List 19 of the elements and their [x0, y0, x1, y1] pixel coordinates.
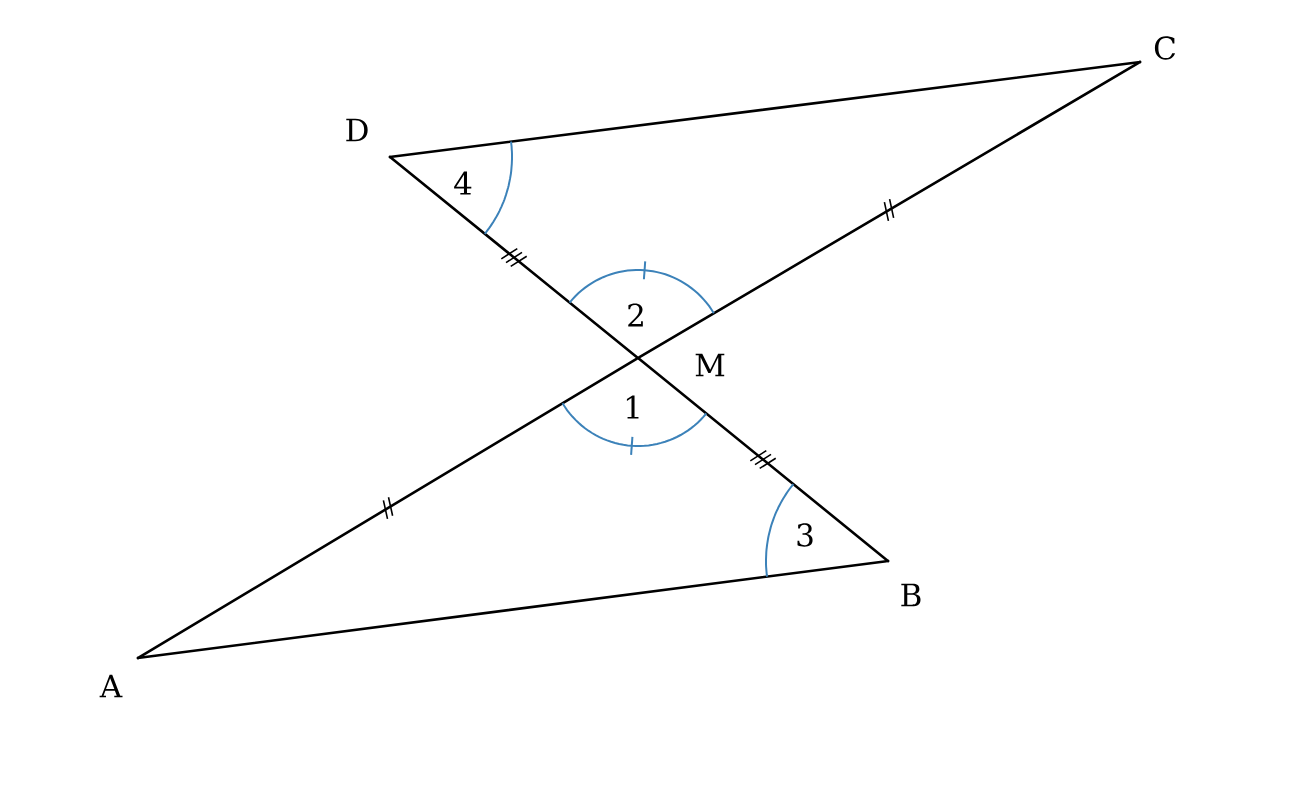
vertex-point — [886, 559, 890, 563]
line-segment — [138, 559, 888, 660]
line-segment — [390, 156, 638, 359]
angle-label: 1 — [626, 395, 639, 419]
line-segment — [390, 60, 1140, 159]
line-segment — [638, 357, 888, 562]
vertex-point — [1138, 60, 1142, 64]
vertex-label: D — [346, 118, 368, 142]
angle-label: 2 — [628, 303, 643, 327]
vertex-point — [388, 155, 392, 159]
angle-label: 4 — [454, 171, 472, 195]
vertex-label: C — [1154, 36, 1175, 60]
vertex-label: A — [99, 674, 123, 698]
line-segment — [138, 357, 638, 659]
vertex-label: M — [695, 353, 725, 377]
vertex-label: B — [901, 583, 921, 607]
line-segment — [638, 61, 1140, 359]
angle-label: 3 — [797, 523, 813, 547]
vertex-point — [136, 656, 140, 660]
